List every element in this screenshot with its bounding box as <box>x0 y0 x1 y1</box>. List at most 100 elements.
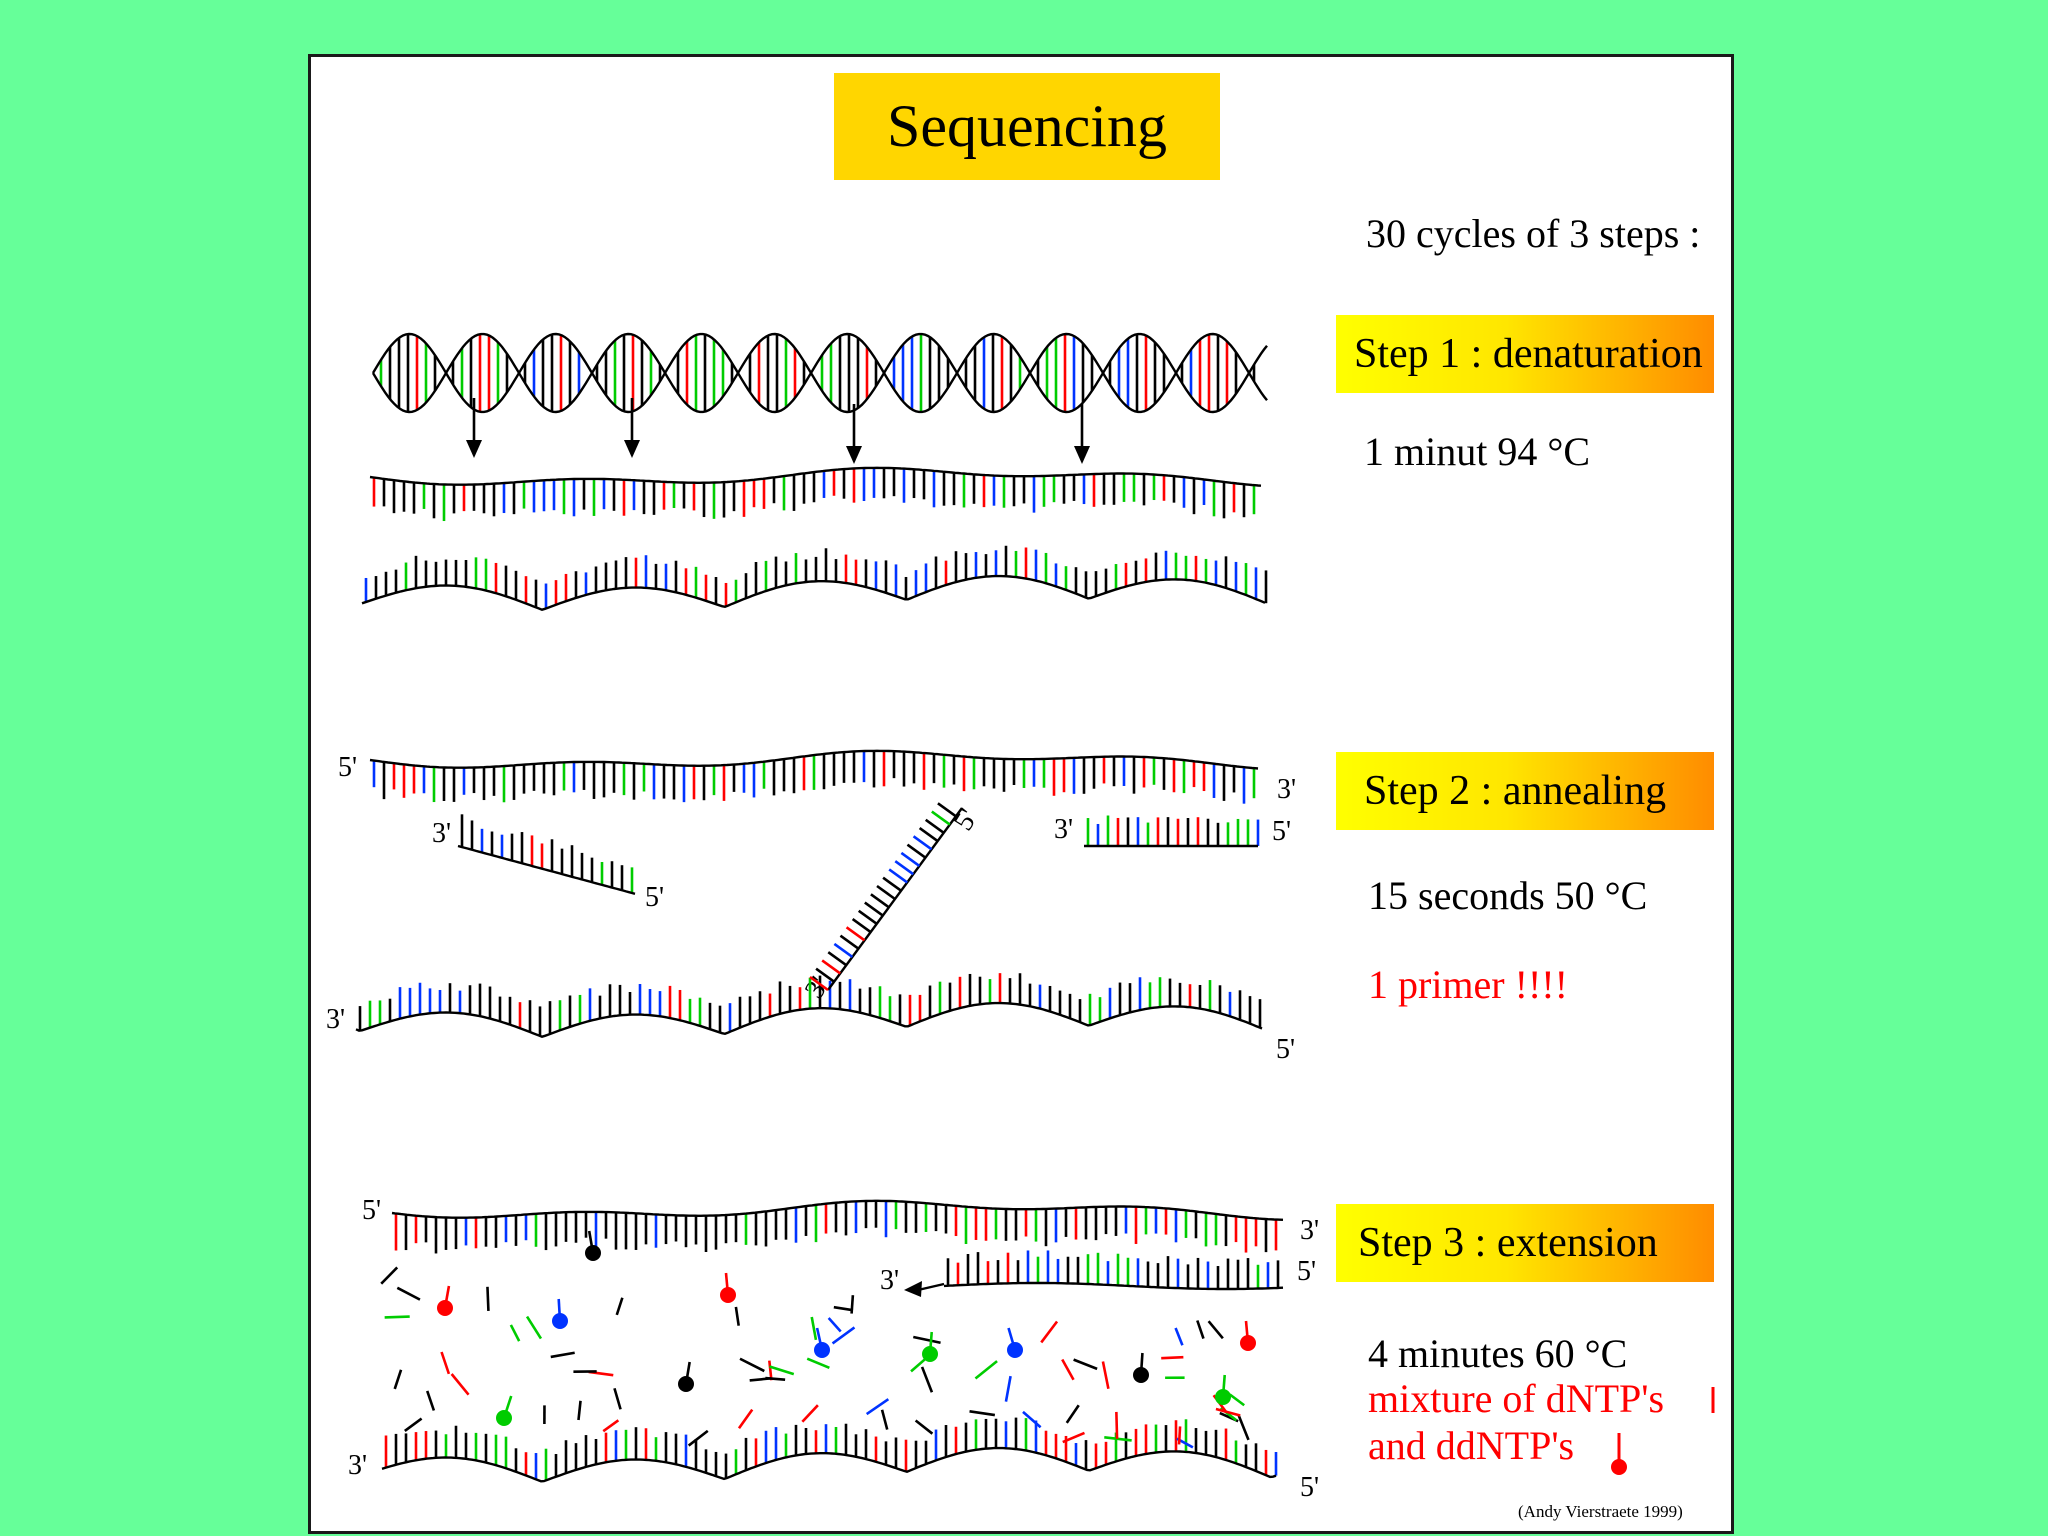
down-arrow-head <box>846 446 862 464</box>
step1-label: Step 1 : denaturation <box>1354 331 1703 377</box>
step3-note-dntp: mixture of dNTP's <box>1368 1376 1665 1421</box>
nucleotide-base <box>839 934 860 950</box>
template-strand-top <box>369 466 1262 487</box>
dntp <box>1237 1415 1250 1441</box>
dntp <box>425 1390 436 1411</box>
dntp <box>914 1419 934 1435</box>
nucleotide-base <box>845 926 866 942</box>
dntp <box>396 1286 421 1301</box>
ddntp-ball <box>678 1376 694 1392</box>
primer-left <box>457 844 636 895</box>
dntp <box>801 1404 819 1423</box>
step1-condition: 1 minut 94 °C <box>1364 429 1591 474</box>
dntp <box>1101 1361 1110 1389</box>
dntp <box>1061 1358 1075 1381</box>
dntp <box>833 1305 854 1312</box>
step3-label: Step 3 : extension <box>1358 1220 1658 1266</box>
ddntp-ball <box>1007 1342 1023 1358</box>
nucleotide-base <box>857 909 878 925</box>
ddntp-ball <box>1215 1389 1231 1405</box>
end-label-5: 5' <box>362 1195 382 1226</box>
dntp <box>880 1409 889 1430</box>
nucleotide-base <box>870 893 890 909</box>
nucleotide-base <box>809 975 829 992</box>
ddntp-ball <box>585 1245 601 1261</box>
step3-note-ddntp: and ddNTP's <box>1368 1423 1575 1468</box>
ddntp-ball <box>552 1313 568 1329</box>
dntp <box>1062 1431 1085 1444</box>
title-banner: Sequencing <box>834 73 1220 180</box>
cycles-text: 30 cycles of 3 steps : <box>1366 211 1701 256</box>
ddntp-legend-icon <box>1611 1459 1627 1475</box>
ddntp-ball <box>814 1342 830 1358</box>
end-label-3: 3' <box>880 1265 900 1296</box>
dntp <box>577 1400 582 1421</box>
dntp <box>380 1266 399 1285</box>
nucleotide-base <box>882 876 902 892</box>
end-label-3: 3' <box>1054 814 1074 845</box>
down-arrow-head <box>1074 446 1090 464</box>
dntp <box>393 1369 403 1390</box>
step1-banner: Step 1 : denaturation <box>1336 315 1714 393</box>
extension-arrow-head <box>904 1281 922 1297</box>
template-strand-bottom <box>361 574 1266 611</box>
nucleotide-base <box>833 942 854 958</box>
end-label-5: 5' <box>1297 1256 1317 1287</box>
step3-condition: 4 minutes 60 °C <box>1368 1331 1628 1376</box>
dntp <box>384 1315 410 1319</box>
ddntp-ball <box>1240 1335 1256 1351</box>
nucleotide-base <box>894 860 915 876</box>
end-label-5: 5' <box>1300 1472 1320 1503</box>
dntp <box>1004 1375 1012 1402</box>
dntp <box>1040 1320 1059 1344</box>
dntp <box>525 1315 543 1340</box>
dntp <box>602 1419 620 1433</box>
backbone-strand <box>371 332 1268 414</box>
free-nucleotides <box>380 1230 1715 1475</box>
dntp <box>1177 1426 1182 1445</box>
dntp <box>1215 1407 1241 1417</box>
denaturation-arrows <box>466 398 1090 1297</box>
dntp <box>1115 1411 1119 1439</box>
end-label-5: 5' <box>338 752 358 783</box>
dntp <box>1228 1393 1245 1407</box>
dntp <box>737 1408 754 1429</box>
dntp <box>734 1306 740 1326</box>
dntp <box>404 1417 423 1432</box>
ddntp-ball <box>720 1287 736 1303</box>
dntp <box>450 1373 470 1396</box>
end-label-3: 3' <box>348 1450 368 1481</box>
step2-banner: Step 2 : annealing <box>1336 752 1714 830</box>
end-label-5: 5' <box>1276 1034 1296 1065</box>
template-strand-bottom <box>381 1446 1277 1483</box>
nucleotide-base <box>888 868 908 884</box>
dna-strands <box>355 466 1284 1483</box>
template-strand-bottom <box>355 1001 1263 1038</box>
end-label-5: 5' <box>645 882 665 913</box>
dntp <box>1174 1327 1184 1346</box>
nucleotide-base <box>937 802 957 818</box>
page-title: Sequencing <box>887 93 1167 159</box>
dntp <box>765 1376 786 1382</box>
nucleotide-base <box>931 810 951 826</box>
end-label-3: 3' <box>1300 1215 1320 1246</box>
dntp <box>739 1357 765 1373</box>
dntp <box>920 1366 934 1393</box>
dntp <box>769 1365 795 1376</box>
nucleotide-base <box>918 827 939 843</box>
ddntp-ball <box>922 1346 938 1362</box>
ddntp-ball <box>496 1410 512 1426</box>
credit-text: (Andy Vierstraete 1999) <box>1518 1502 1683 1521</box>
nucleotide-base <box>912 835 933 851</box>
nucleotide-base <box>827 951 848 967</box>
step2-note: 1 primer !!!! <box>1368 962 1568 1007</box>
dntp <box>1104 1436 1132 1442</box>
nucleotide-base <box>864 901 884 917</box>
dntp <box>509 1324 521 1342</box>
dntp <box>831 1326 856 1345</box>
dntp <box>486 1286 490 1312</box>
dntp <box>1196 1320 1205 1339</box>
nucleotide-base <box>815 967 835 983</box>
backbone-strand <box>371 332 1268 414</box>
